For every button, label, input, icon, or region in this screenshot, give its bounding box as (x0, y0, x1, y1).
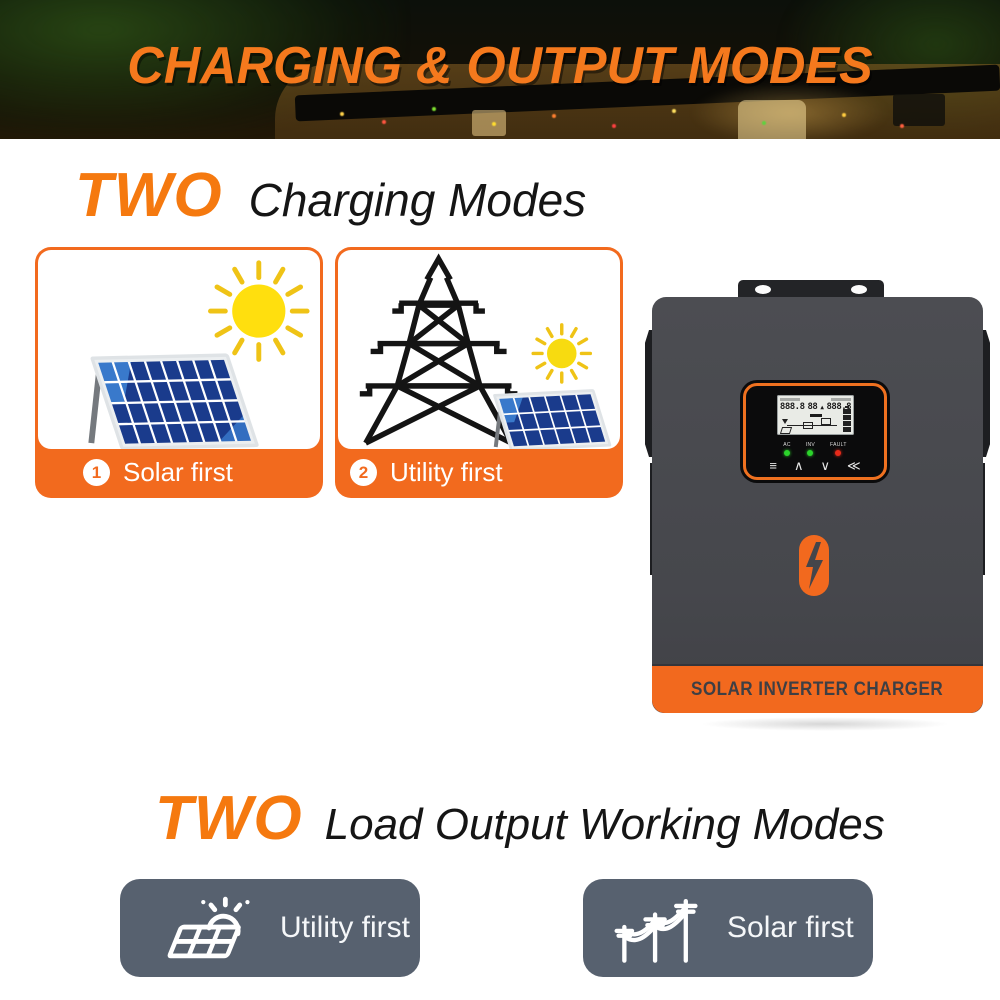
up-key-icon: ∧ (793, 458, 804, 473)
lcd-digits: 888.8 88 ▲ 888.8 (777, 403, 854, 412)
solar-inverter-product-photo: 888.8 88 ▲ 888.8 AC (645, 280, 990, 731)
card-footer: 2 Utility first (338, 449, 620, 495)
charging-mode-card-solar-first: 1 Solar first (35, 247, 323, 498)
control-display-panel: 888.8 88 ▲ 888.8 AC (743, 383, 887, 480)
lcd-digits-right: 888.8 (826, 402, 852, 412)
lcd-label-left (780, 398, 800, 401)
solar-panel-icon (90, 353, 259, 449)
lcd-digits-mid: 88 (807, 402, 818, 412)
card-label: Utility first (390, 456, 503, 487)
lcd-pv-icon (779, 427, 793, 434)
fault-led-indicator (835, 450, 842, 456)
charging-modes-heading: TWO Charging Modes (75, 160, 586, 231)
camper-window (472, 110, 506, 136)
output-mode-utility-first: Utility first (120, 879, 420, 977)
heading-text: Charging Modes (248, 174, 587, 226)
heading-highlight: TWO (75, 161, 223, 230)
brand-logo (799, 535, 829, 596)
product-name: SOLAR INVERTER CHARGER (691, 678, 944, 700)
solar-panel-sun-outline-icon (167, 896, 250, 959)
output-modes-heading: TWO Load Output Working Modes (155, 783, 885, 854)
mounting-hole (851, 285, 867, 294)
sun-icon (208, 260, 310, 362)
mode-label: Solar first (727, 911, 854, 944)
hero-banner: CHARGING & OUTPUT MODES (0, 0, 1000, 139)
touch-key-row: ≡ ∧ ∨ ≪ (746, 458, 884, 474)
card-illustration (38, 250, 320, 449)
solar-panel-sun-illustration (88, 260, 310, 449)
led-label: INV (805, 442, 816, 448)
lcd-digits-left: 888.8 (779, 402, 805, 412)
lcd-flow-chip (803, 422, 813, 429)
product-name-band: SOLAR INVERTER CHARGER (652, 664, 983, 713)
status-led-row: AC INV FAULT (746, 443, 884, 456)
esc-key-icon: ≪ (847, 458, 861, 473)
output-mode-solar-first: Solar first (583, 879, 873, 977)
inv-led-indicator (807, 450, 814, 456)
lcd-flow-chip (821, 418, 831, 425)
card-footer: 1 Solar first (38, 449, 320, 495)
lcd-screen: 888.8 88 ▲ 888.8 (777, 395, 854, 435)
lcd-label-right (831, 398, 851, 401)
sun-icon (531, 323, 593, 384)
led-ac: AC (783, 443, 791, 456)
drop-shadow (700, 717, 950, 731)
led-label: AC (783, 442, 791, 448)
camper-door (738, 100, 806, 139)
card-illustration (338, 250, 620, 449)
down-key-icon: ∨ (820, 458, 830, 473)
heading-highlight: TWO (155, 784, 303, 853)
solar-panel-icon (493, 389, 612, 449)
charging-mode-card-utility-first: 2 Utility first (335, 247, 623, 498)
warning-triangle-icon: ▲ (820, 404, 824, 411)
number-badge: 1 (83, 458, 110, 486)
card-label: Solar first (123, 456, 233, 487)
led-fault: FAULT (830, 443, 847, 456)
mode-label: Utility first (280, 911, 410, 944)
transmission-tower-icon (359, 253, 518, 446)
mounting-bracket (738, 280, 884, 299)
number-badge: 2 (350, 458, 377, 486)
lcd-battery-gauge-icon (843, 406, 851, 432)
heading-text: Load Output Working Modes (324, 800, 885, 849)
lcd-mode-block (809, 414, 822, 417)
lcd-flow-arrow-icon (782, 419, 788, 424)
lightning-bolt-icon (806, 542, 823, 589)
power-lines-outline-icon (614, 898, 698, 963)
led-label: FAULT (830, 442, 847, 448)
mounting-hole (755, 285, 771, 294)
led-inv: INV (806, 443, 815, 456)
menu-key-icon: ≡ (769, 458, 777, 473)
camper-window (893, 94, 945, 126)
transmission-tower-illustration (359, 253, 612, 449)
banner-title: CHARGING & OUTPUT MODES (127, 37, 873, 95)
string-lights (340, 112, 344, 116)
inverter-body (652, 297, 983, 713)
ac-led-indicator (784, 450, 791, 456)
